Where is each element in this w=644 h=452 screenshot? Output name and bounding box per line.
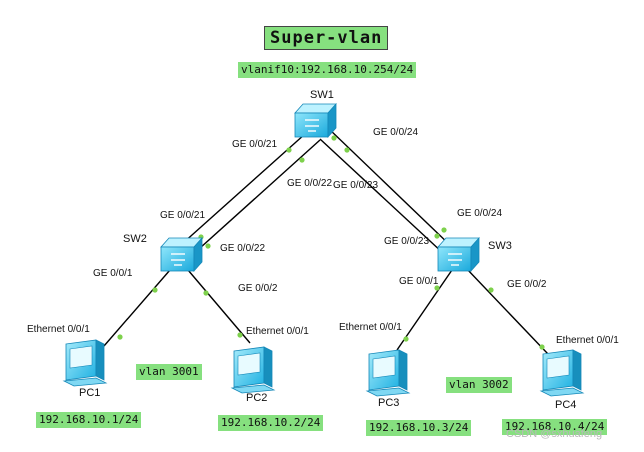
switch-icon[interactable] — [294, 102, 337, 139]
port-dot — [539, 344, 545, 350]
vlan-right-label: vlan 3002 — [446, 377, 512, 393]
sw1-label: SW1 — [310, 89, 334, 101]
port-label: GE 0/0/22 — [287, 178, 333, 189]
sw3-label: SW3 — [488, 240, 512, 252]
pc3-label: PC3 — [378, 397, 400, 409]
port-label: GE 0/0/21 — [160, 210, 206, 221]
pc-icon[interactable] — [365, 349, 411, 397]
watermark: CSDN @sxhuafeng — [506, 428, 603, 440]
pc-icon[interactable] — [539, 349, 585, 397]
port-dot — [117, 334, 123, 340]
port-label: GE 0/0/23 — [333, 180, 379, 191]
port-dot — [344, 147, 350, 153]
port-label: GE 0/0/1 — [93, 268, 133, 279]
pc1-port-label: Ethernet 0/0/1 — [27, 324, 90, 335]
port-dot — [403, 336, 409, 342]
port-dot — [299, 157, 305, 163]
vlan-left-label: vlan 3001 — [136, 364, 202, 380]
sw2-label: SW2 — [123, 233, 147, 245]
port-label: GE 0/0/21 — [232, 139, 278, 150]
port-dot — [434, 233, 440, 239]
link-sw1-sw2-a — [172, 133, 306, 253]
port-dot — [205, 243, 211, 249]
link-sw2-pc2 — [187, 269, 251, 344]
port-label: GE 0/0/24 — [373, 127, 419, 138]
links — [103, 127, 549, 355]
vlanif-label: vlanif10:192.168.10.254/24 — [238, 62, 417, 78]
port-label: GE 0/0/2 — [238, 283, 278, 294]
port-dot — [441, 227, 447, 233]
switch-icon[interactable] — [160, 236, 203, 273]
port-dot — [331, 135, 337, 141]
pc1-ip-label: 192.168.10.1/24 — [36, 412, 142, 428]
port-dot — [434, 285, 440, 291]
pc3-port-label: Ethernet 0/0/1 — [339, 322, 402, 333]
port-dot — [203, 290, 209, 296]
port-dots — [117, 135, 545, 350]
pc4-ip-label: 192.168.10.4/24 — [502, 419, 608, 435]
switch-icon[interactable] — [437, 236, 480, 273]
pc1-label: PC1 — [79, 387, 101, 399]
pc4-port-label: Ethernet 0/0/1 — [556, 335, 619, 346]
port-dot — [286, 147, 292, 153]
port-label: GE 0/0/23 — [384, 236, 430, 247]
port-dot — [488, 287, 494, 293]
port-dot — [237, 332, 243, 338]
link-sw1-sw2-b — [189, 139, 321, 258]
link-sw1-sw3-b — [319, 138, 445, 255]
pc-icon[interactable] — [62, 339, 108, 387]
pc-icon[interactable] — [230, 346, 276, 394]
diagram-title: Super-vlan — [264, 26, 389, 50]
pc4-label: PC4 — [555, 399, 577, 411]
pc2-label: PC2 — [246, 392, 268, 404]
pc3-ip-label: 192.168.10.3/24 — [366, 420, 472, 436]
link-sw2-pc1 — [103, 269, 171, 347]
port-label: GE 0/0/2 — [507, 279, 547, 290]
link-sw3-pc4 — [465, 267, 549, 355]
pc2-port-label: Ethernet 0/0/1 — [246, 326, 309, 337]
pc2-ip-label: 192.168.10.2/24 — [218, 415, 324, 431]
port-label: GE 0/0/1 — [399, 276, 439, 287]
port-label: GE 0/0/22 — [220, 243, 266, 254]
link-sw1-sw3-a — [327, 127, 453, 248]
port-dot — [152, 287, 158, 293]
port-label: GE 0/0/24 — [457, 208, 503, 219]
